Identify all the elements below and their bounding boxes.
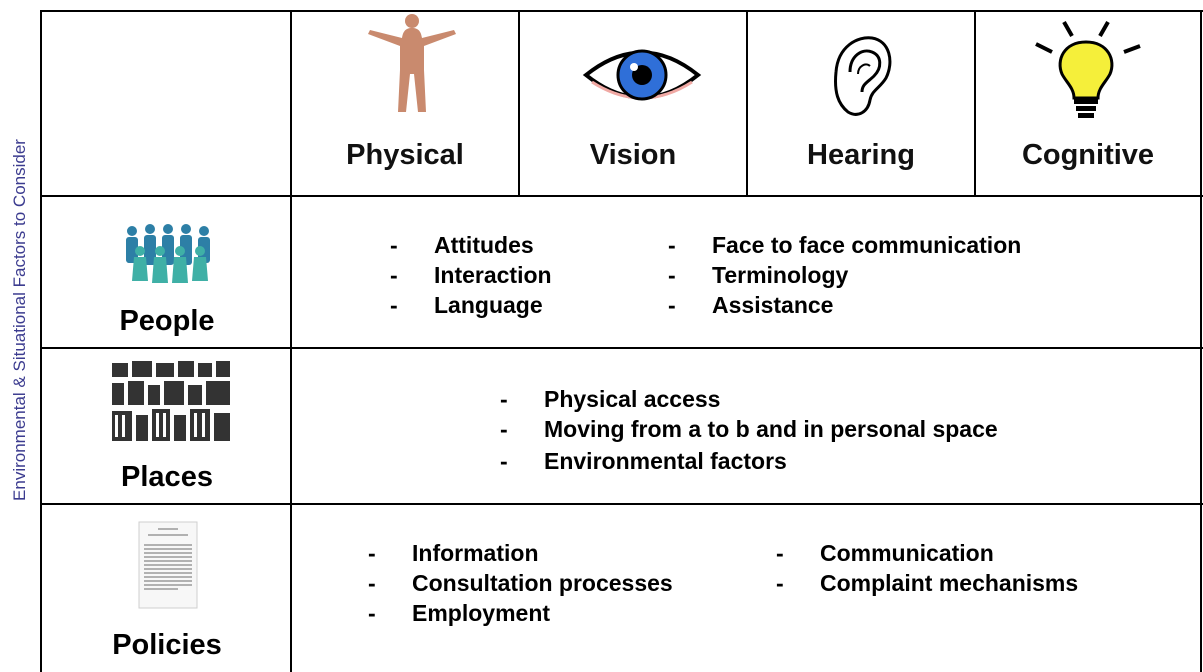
- row-label: Places: [121, 461, 213, 493]
- list-item: -Consultation processes: [368, 570, 673, 596]
- column-header-cognitive: Cognitive: [976, 12, 1200, 195]
- grid-line: [42, 195, 1203, 197]
- list-item: -Communication: [776, 540, 994, 566]
- list-item: -Environmental factors: [500, 448, 787, 474]
- column-label: Physical: [346, 139, 464, 171]
- grid-line: [1200, 12, 1202, 672]
- list-item: -Employment: [368, 600, 551, 626]
- row-header-policies: Policies: [42, 505, 292, 665]
- column-header-physical: Physical: [292, 12, 518, 195]
- column-header-hearing: Hearing: [748, 12, 974, 195]
- human-figure-icon: [368, 14, 456, 112]
- column-label: Hearing: [807, 139, 915, 171]
- column-header-vision: Vision: [520, 12, 746, 195]
- buildings-icon: [112, 361, 230, 441]
- list-item: -Information: [368, 540, 539, 566]
- grid-line: [518, 12, 520, 195]
- grid-line: [974, 12, 976, 195]
- list-item: -Complaint mechanisms: [776, 570, 1079, 596]
- eye-icon: [582, 49, 702, 101]
- column-label: Vision: [589, 139, 677, 171]
- list-item: -Language: [390, 292, 543, 318]
- light-bulb-icon: [1035, 21, 1141, 118]
- column-label: Cognitive: [1021, 139, 1155, 171]
- grid-line: [290, 12, 292, 672]
- side-label-text: Environmental & Situational Factors to C…: [10, 139, 29, 501]
- list-item: -Terminology: [668, 262, 849, 288]
- list-item: -Attitudes: [390, 232, 534, 258]
- list-item: -Physical access: [500, 386, 721, 412]
- side-label: Environmental & Situational Factors to C…: [0, 0, 40, 661]
- list-item: -Interaction: [390, 262, 552, 288]
- grid-line: [42, 503, 1203, 505]
- ear-icon: [834, 36, 892, 116]
- document-icon: [138, 521, 198, 609]
- row-label: Policies: [112, 629, 222, 661]
- grid-line: [42, 347, 1203, 349]
- grid-line: [746, 12, 748, 195]
- row-header-people: People: [42, 197, 292, 347]
- list-item: -Moving from a to b and in personal spac…: [500, 416, 998, 442]
- row-label: People: [119, 305, 215, 337]
- row-header-places: Places: [42, 349, 292, 503]
- people-group-icon: [126, 224, 210, 283]
- list-item: -Assistance: [668, 292, 834, 318]
- list-item: -Face to face communication: [668, 232, 1022, 258]
- factors-table: Physical Vision Hearing: [40, 10, 1203, 672]
